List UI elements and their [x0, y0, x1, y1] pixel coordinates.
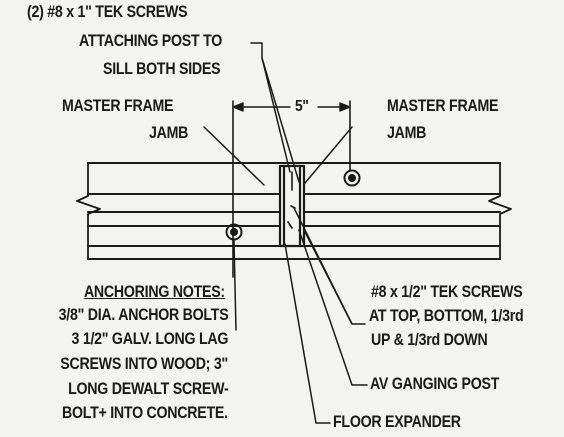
dimension-label: 5" — [295, 98, 309, 115]
tek-top-line-1: (2) #8 x 1" TEK SCREWS — [27, 3, 188, 21]
break-line-left — [76, 162, 101, 260]
anchoring-line-1: 3/8" DIA. ANCHOR BOLTS — [58, 306, 228, 324]
leader-tek-top — [250, 42, 300, 183]
anchor-bolt-right — [343, 169, 361, 187]
anchoring-line-5: BOLT+ INTO CONCRETE. — [62, 404, 228, 422]
jamb-right-line-1: MASTER FRAME — [387, 97, 499, 115]
leader-floor-expander — [284, 243, 331, 424]
tek-bottom-line-1: #8 x 1/2" TEK SCREWS — [371, 283, 523, 301]
jamb-left-line-1: MASTER FRAME — [62, 97, 174, 115]
floor-expander-label: FLOOR EXPANDER — [333, 413, 461, 431]
anchoring-line-4: LONG DEWALT SCREW- — [67, 380, 229, 398]
break-line-right — [488, 162, 512, 260]
anchoring-line-3: SCREWS INTO WOOD; 3" — [60, 355, 228, 373]
ganging-post-label: AV GANGING POST — [370, 375, 500, 393]
leader-jamb-left — [203, 126, 265, 186]
leader-anchoring — [233, 240, 237, 331]
jamb-right-line-2: JAMB — [387, 124, 427, 142]
leader-jamb-right — [304, 126, 353, 184]
anchoring-line-2: 3 1/2" GALV. LONG LAG — [71, 330, 228, 348]
tek-bottom-line-3: UP & 1/3rd DOWN — [371, 331, 488, 349]
jamb-left-line-2: JAMB — [149, 124, 189, 142]
leader-ganging-post — [298, 229, 368, 386]
anchor-bolt-left — [225, 223, 243, 241]
anchoring-notes-title: ANCHORING NOTES: — [84, 283, 225, 301]
dimension-line — [232, 102, 351, 112]
leader-tek-bottom — [293, 207, 366, 325]
tek-top-line-3: SILL BOTH SIDES — [103, 60, 221, 78]
tek-top-line-2: ATTACHING POST TO — [79, 32, 223, 50]
tek-bottom-line-2: AT TOP, BOTTOM, 1/3rd — [369, 307, 524, 325]
